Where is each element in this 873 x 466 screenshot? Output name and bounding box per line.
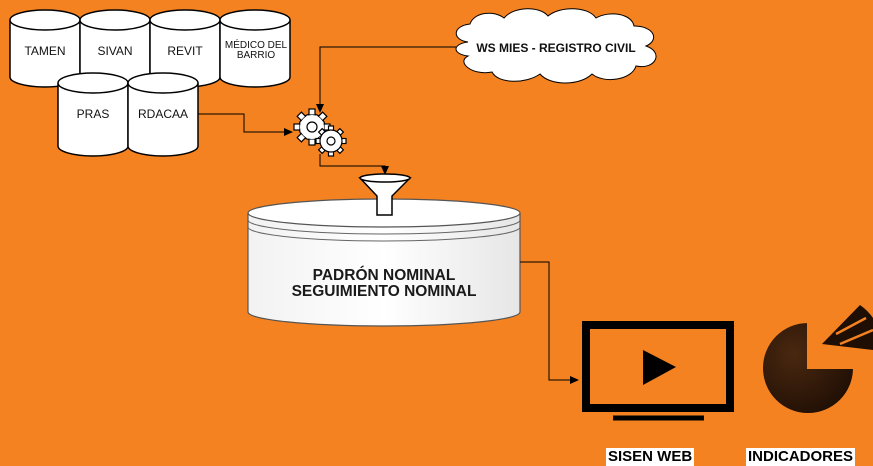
connector-db-sisen xyxy=(520,261,579,384)
source-label-rdacaa: RDACAA xyxy=(137,106,188,121)
source-label-tamen: TAMEN xyxy=(24,43,66,58)
database-pras-icon xyxy=(57,72,129,157)
database-medico-icon xyxy=(219,9,291,88)
sisen-web-label: SISEN WEB xyxy=(606,448,695,466)
web-service-label: WS MIES - REGISTRO CIVIL xyxy=(476,40,636,55)
monitor-play-icon xyxy=(582,321,734,421)
funnel-icon xyxy=(358,173,412,216)
source-label-revit: REVIT xyxy=(167,43,203,58)
source-label-medico: MÉDICO DEL BARRIO xyxy=(224,39,288,61)
database-rdacaa-icon xyxy=(127,72,199,157)
source-label-pras: PRAS xyxy=(76,106,110,121)
pie-chart-icon xyxy=(761,305,873,415)
connector-rdacaa-gears xyxy=(198,113,293,136)
source-label-sivan: SIVAN xyxy=(97,43,133,58)
central-db-label: PADRÓN NOMINAL SEGUIMIENTO NOMINAL xyxy=(250,256,518,312)
connector-cloud-gears xyxy=(316,46,456,113)
indicadores-label: INDICADORES xyxy=(746,448,856,466)
cloud-icon xyxy=(455,8,657,84)
connector-gears-funnel xyxy=(319,154,389,175)
database-tamen-icon xyxy=(9,9,81,88)
database-sivan-icon xyxy=(79,9,151,88)
gears-icon xyxy=(293,108,347,157)
central-db-line2: SEGUIMIENTO NOMINAL xyxy=(291,283,477,300)
central-db-line1: PADRÓN NOMINAL xyxy=(312,266,456,284)
